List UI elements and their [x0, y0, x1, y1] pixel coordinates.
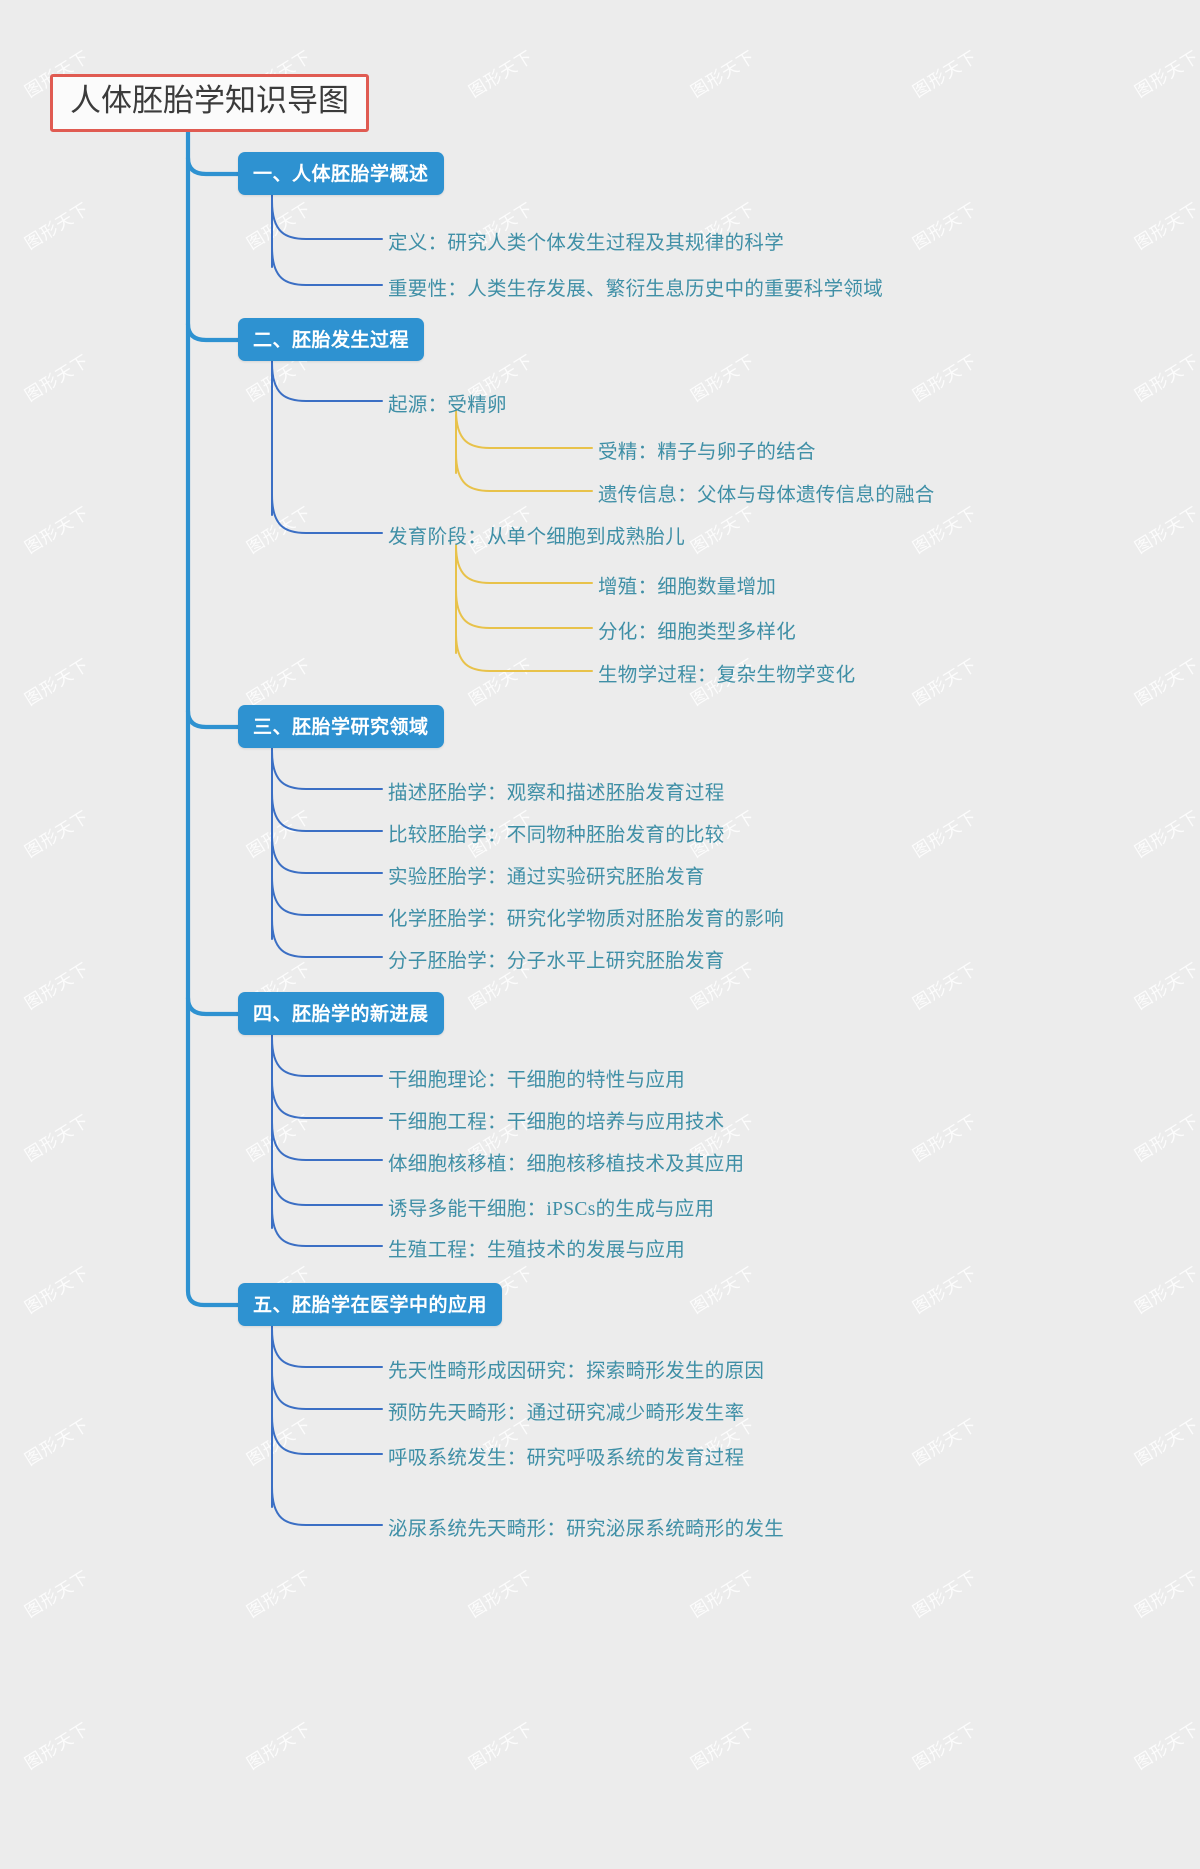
leaf-node-3-5-label: 分子胚胎学：分子水平上研究胚胎发育: [388, 951, 725, 972]
leaf-node-1-1[interactable]: 定义：研究人类个体发生过程及其规律的科学: [388, 226, 784, 255]
leaf-node-3-5[interactable]: 分子胚胎学：分子水平上研究胚胎发育: [388, 944, 725, 973]
leaf-node-4-1[interactable]: 干细胞理论：干细胞的特性与应用: [388, 1063, 685, 1092]
leaf-node-3-1-label: 描述胚胎学：观察和描述胚胎发育过程: [388, 783, 725, 804]
leaf-node-5-2-label: 预防先天畸形：通过研究减少畸形发生率: [388, 1403, 745, 1424]
leaf-node-2-1-2[interactable]: 遗传信息：父体与母体遗传信息的融合: [598, 478, 935, 507]
branch-node-3[interactable]: 三、胚胎学研究领域: [238, 705, 444, 748]
leaf-node-1-2-label: 重要性：人类生存发展、繁衍生息历史中的重要科学领域: [388, 279, 884, 300]
leaf-node-2-2-3[interactable]: 生物学过程：复杂生物学变化: [598, 658, 855, 687]
leaf-node-5-4-label: 泌尿系统先天畸形：研究泌尿系统畸形的发生: [388, 1519, 785, 1540]
leaf-node-4-3-label: 体细胞核移植：细胞核移植技术及其应用: [388, 1154, 745, 1175]
leaf-node-4-4-label: 诱导多能干细胞：iPSCs的生成与应用: [388, 1199, 715, 1220]
root-node[interactable]: 人体胚胎学知识导图: [50, 74, 369, 132]
leaf-node-4-3[interactable]: 体细胞核移植：细胞核移植技术及其应用: [388, 1147, 744, 1176]
leaf-node-3-3-label: 实验胚胎学：通过实验研究胚胎发育: [388, 867, 705, 888]
leaf-node-4-4[interactable]: 诱导多能干细胞：iPSCs的生成与应用: [388, 1192, 714, 1221]
leaf-node-5-4[interactable]: 泌尿系统先天畸形：研究泌尿系统畸形的发生: [388, 1512, 784, 1541]
leaf-node-5-3[interactable]: 呼吸系统发生：研究呼吸系统的发育过程: [388, 1441, 744, 1470]
leaf-node-2-2-label: 发育阶段：从单个细胞到成熟胎儿: [388, 527, 686, 548]
leaf-node-4-2[interactable]: 干细胞工程：干细胞的培养与应用技术: [388, 1105, 725, 1134]
leaf-node-2-2-2-label: 分化：细胞类型多样化: [598, 622, 797, 643]
leaf-node-3-4[interactable]: 化学胚胎学：研究化学物质对胚胎发育的影响: [388, 902, 784, 931]
leaf-node-1-2[interactable]: 重要性：人类生存发展、繁衍生息历史中的重要科学领域: [388, 272, 883, 301]
leaf-node-2-2-2[interactable]: 分化：细胞类型多样化: [598, 615, 796, 644]
leaf-node-5-1-label: 先天性畸形成因研究：探索畸形发生的原因: [388, 1361, 765, 1382]
branch-node-4-label: 四、胚胎学的新进展: [253, 1004, 429, 1025]
branch-node-4[interactable]: 四、胚胎学的新进展: [238, 992, 444, 1035]
branch-node-1-label: 一、人体胚胎学概述: [253, 164, 429, 185]
leaf-node-4-2-label: 干细胞工程：干细胞的培养与应用技术: [388, 1112, 725, 1133]
root-node-label: 人体胚胎学知识导图: [70, 83, 349, 118]
branch-node-5[interactable]: 五、胚胎学在医学中的应用: [238, 1283, 503, 1326]
branch-node-5-label: 五、胚胎学在医学中的应用: [253, 1295, 488, 1316]
leaf-node-1-1-label: 定义：研究人类个体发生过程及其规律的科学: [388, 233, 785, 254]
branch-node-2-label: 二、胚胎发生过程: [253, 330, 410, 351]
leaf-node-5-1[interactable]: 先天性畸形成因研究：探索畸形发生的原因: [388, 1354, 764, 1383]
leaf-node-3-4-label: 化学胚胎学：研究化学物质对胚胎发育的影响: [388, 909, 785, 930]
leaf-node-2-1-2-label: 遗传信息：父体与母体遗传信息的融合: [598, 485, 935, 506]
leaf-node-3-2[interactable]: 比较胚胎学：不同物种胚胎发育的比较: [388, 818, 725, 847]
leaf-node-3-3[interactable]: 实验胚胎学：通过实验研究胚胎发育: [388, 860, 705, 889]
branch-node-1[interactable]: 一、人体胚胎学概述: [238, 152, 444, 195]
leaf-node-3-2-label: 比较胚胎学：不同物种胚胎发育的比较: [388, 825, 725, 846]
leaf-node-2-2[interactable]: 发育阶段：从单个细胞到成熟胎儿: [388, 520, 685, 549]
leaf-node-2-1-1[interactable]: 受精：精子与卵子的结合: [598, 435, 816, 464]
leaf-node-5-3-label: 呼吸系统发生：研究呼吸系统的发育过程: [388, 1448, 745, 1469]
leaf-node-3-1[interactable]: 描述胚胎学：观察和描述胚胎发育过程: [388, 776, 725, 805]
leaf-node-2-1-1-label: 受精：精子与卵子的结合: [598, 442, 816, 463]
leaf-node-4-5-label: 生殖工程：生殖技术的发展与应用: [388, 1240, 686, 1261]
leaf-node-4-5[interactable]: 生殖工程：生殖技术的发展与应用: [388, 1233, 685, 1262]
branch-node-3-label: 三、胚胎学研究领域: [253, 717, 429, 738]
leaf-node-5-2[interactable]: 预防先天畸形：通过研究减少畸形发生率: [388, 1396, 744, 1425]
leaf-node-2-2-1-label: 增殖：细胞数量增加: [598, 577, 777, 598]
leaf-node-2-2-1[interactable]: 增殖：细胞数量增加: [598, 570, 776, 599]
branch-node-2[interactable]: 二、胚胎发生过程: [238, 318, 425, 361]
leaf-node-2-1-label: 起源：受精卵: [388, 395, 507, 416]
leaf-node-2-1[interactable]: 起源：受精卵: [388, 388, 507, 417]
leaf-node-2-2-3-label: 生物学过程：复杂生物学变化: [598, 665, 856, 686]
leaf-node-4-1-label: 干细胞理论：干细胞的特性与应用: [388, 1070, 686, 1091]
